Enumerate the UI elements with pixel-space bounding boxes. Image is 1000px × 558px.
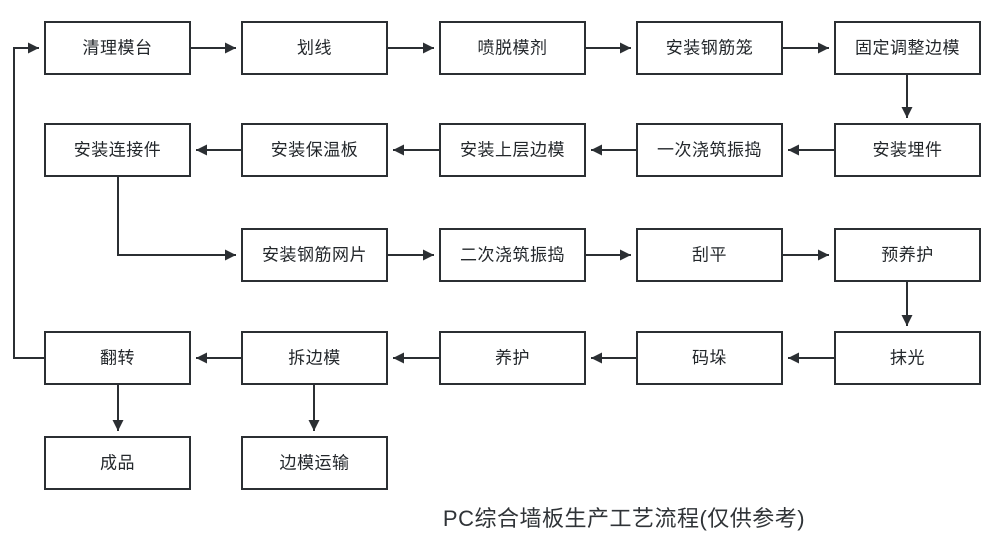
flow-node-label: 边模运输 (280, 453, 350, 472)
diagram-title: PC综合墙板生产工艺流程(仅供参考) (443, 506, 805, 531)
flow-node[interactable]: 边模运输 (241, 436, 388, 490)
flow-edge (782, 42, 829, 54)
flow-node[interactable]: 喷脱模剂 (439, 21, 586, 75)
flow-node[interactable]: 划线 (241, 21, 388, 75)
flow-node[interactable]: 安装保温板 (241, 123, 388, 177)
flow-node-label: 刮平 (692, 245, 727, 264)
flow-node-label: 安装埋件 (873, 140, 943, 159)
flow-node-label: 一次浇筑振捣 (657, 140, 762, 159)
flow-node-label: 预养护 (881, 245, 934, 264)
flow-node-label: 养护 (495, 348, 530, 367)
edges-layer (13, 42, 913, 431)
flow-node-label: 划线 (297, 38, 332, 57)
flow-edge (117, 176, 236, 261)
flow-node[interactable]: 安装钢筋笼 (636, 21, 783, 75)
flow-edge (788, 144, 835, 156)
flow-node-label: 码垛 (692, 348, 727, 367)
flow-node[interactable]: 刮平 (636, 228, 783, 282)
flow-edge (387, 42, 434, 54)
flow-node[interactable]: 安装上层边模 (439, 123, 586, 177)
flow-node[interactable]: 成品 (44, 436, 191, 490)
flow-node-label: 安装钢筋网片 (262, 245, 367, 264)
flow-edge (591, 352, 637, 364)
flow-edge (196, 144, 242, 156)
flow-edge (196, 352, 242, 364)
flow-node-label: 安装上层边模 (460, 140, 565, 159)
flow-edge (393, 144, 440, 156)
flow-edge (901, 281, 913, 326)
flow-node-label: 安装保温板 (271, 140, 359, 159)
flow-node-label: 安装连接件 (74, 140, 162, 159)
flow-node-label: 清理模台 (83, 38, 153, 57)
flow-node[interactable]: 码垛 (636, 331, 783, 385)
flow-node[interactable]: 二次浇筑振捣 (439, 228, 586, 282)
flow-node[interactable]: 固定调整边模 (834, 21, 981, 75)
flow-node[interactable]: 安装埋件 (834, 123, 981, 177)
flow-edge (788, 352, 835, 364)
flow-edge (112, 384, 124, 431)
flow-node[interactable]: 安装钢筋网片 (241, 228, 388, 282)
flow-node-label: 成品 (100, 453, 135, 472)
flow-node-label: 拆边模 (288, 348, 341, 367)
flow-node-label: 翻转 (100, 348, 135, 367)
flow-edge (782, 249, 829, 261)
flow-node[interactable]: 抹光 (834, 331, 981, 385)
flow-edge (901, 74, 913, 118)
flow-edge (387, 249, 434, 261)
flow-node-label: 喷脱模剂 (478, 38, 548, 57)
flow-edge (393, 352, 440, 364)
flow-edge (190, 42, 236, 54)
flow-node[interactable]: 翻转 (44, 331, 191, 385)
flow-node[interactable]: 拆边模 (241, 331, 388, 385)
flow-node[interactable]: 清理模台 (44, 21, 191, 75)
flow-node[interactable]: 预养护 (834, 228, 981, 282)
flow-node[interactable]: 养护 (439, 331, 586, 385)
flow-node-label: 二次浇筑振捣 (460, 245, 565, 264)
flow-node[interactable]: 一次浇筑振捣 (636, 123, 783, 177)
flow-node[interactable]: 安装连接件 (44, 123, 191, 177)
flow-edge (591, 144, 637, 156)
flow-node-label: 固定调整边模 (855, 38, 960, 57)
flow-edge (308, 384, 320, 431)
flow-node-label: 抹光 (890, 348, 925, 367)
flow-node-label: 安装钢筋笼 (666, 38, 754, 57)
flow-edge (585, 249, 631, 261)
flow-edge (13, 42, 45, 359)
flow-edge (585, 42, 631, 54)
